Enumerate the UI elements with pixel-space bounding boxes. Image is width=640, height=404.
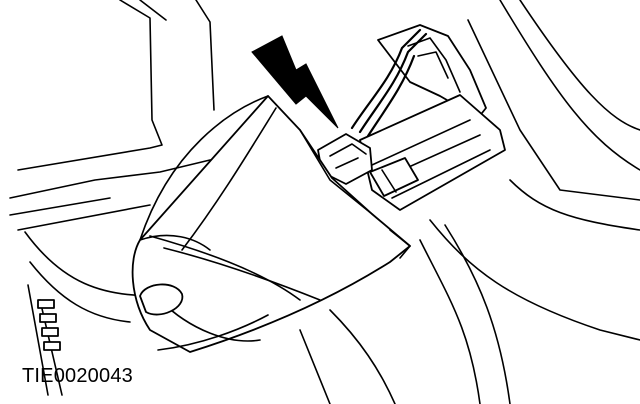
wire-harness	[350, 28, 428, 138]
connector-bracket	[359, 24, 506, 211]
dashboard-outline	[9, 0, 640, 404]
switch-unit	[131, 95, 411, 353]
vent-slots	[37, 299, 61, 351]
figure-caption: TIE0020043	[22, 365, 133, 387]
arrow-icon	[251, 35, 339, 129]
